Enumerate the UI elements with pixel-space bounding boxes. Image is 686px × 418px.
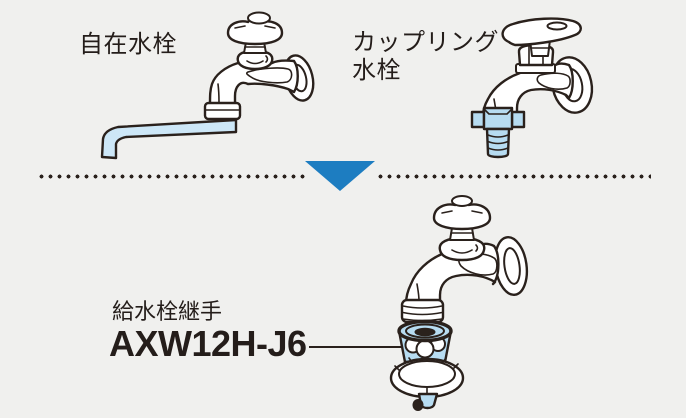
faucet-body — [208, 59, 299, 106]
coupling-faucet-illustration — [470, 17, 594, 159]
thread-rings — [400, 298, 445, 324]
dotted-rule-left — [37, 174, 309, 179]
joint-part-name: 給水栓継手 — [112, 299, 223, 324]
lever-handle — [501, 17, 582, 57]
joint-model-number: AXW12H-J6 — [109, 323, 307, 364]
swivel-collar — [203, 101, 242, 121]
coupling-faucet-label: カップリング 水栓 — [352, 29, 499, 84]
joint-adapter — [389, 319, 465, 411]
swing-spout — [100, 118, 238, 160]
leader-line — [309, 346, 409, 349]
cross-handle — [432, 195, 492, 262]
swing-faucet-label: 自在水栓 — [79, 31, 177, 58]
dotted-rule-right — [376, 174, 651, 179]
faucet-with-joint-illustration — [389, 195, 529, 411]
cross-handle — [226, 11, 284, 71]
hose-coupling-adapter — [470, 106, 526, 159]
down-triangle-arrow-icon — [305, 161, 375, 191]
swing-faucet-illustration — [100, 11, 315, 160]
